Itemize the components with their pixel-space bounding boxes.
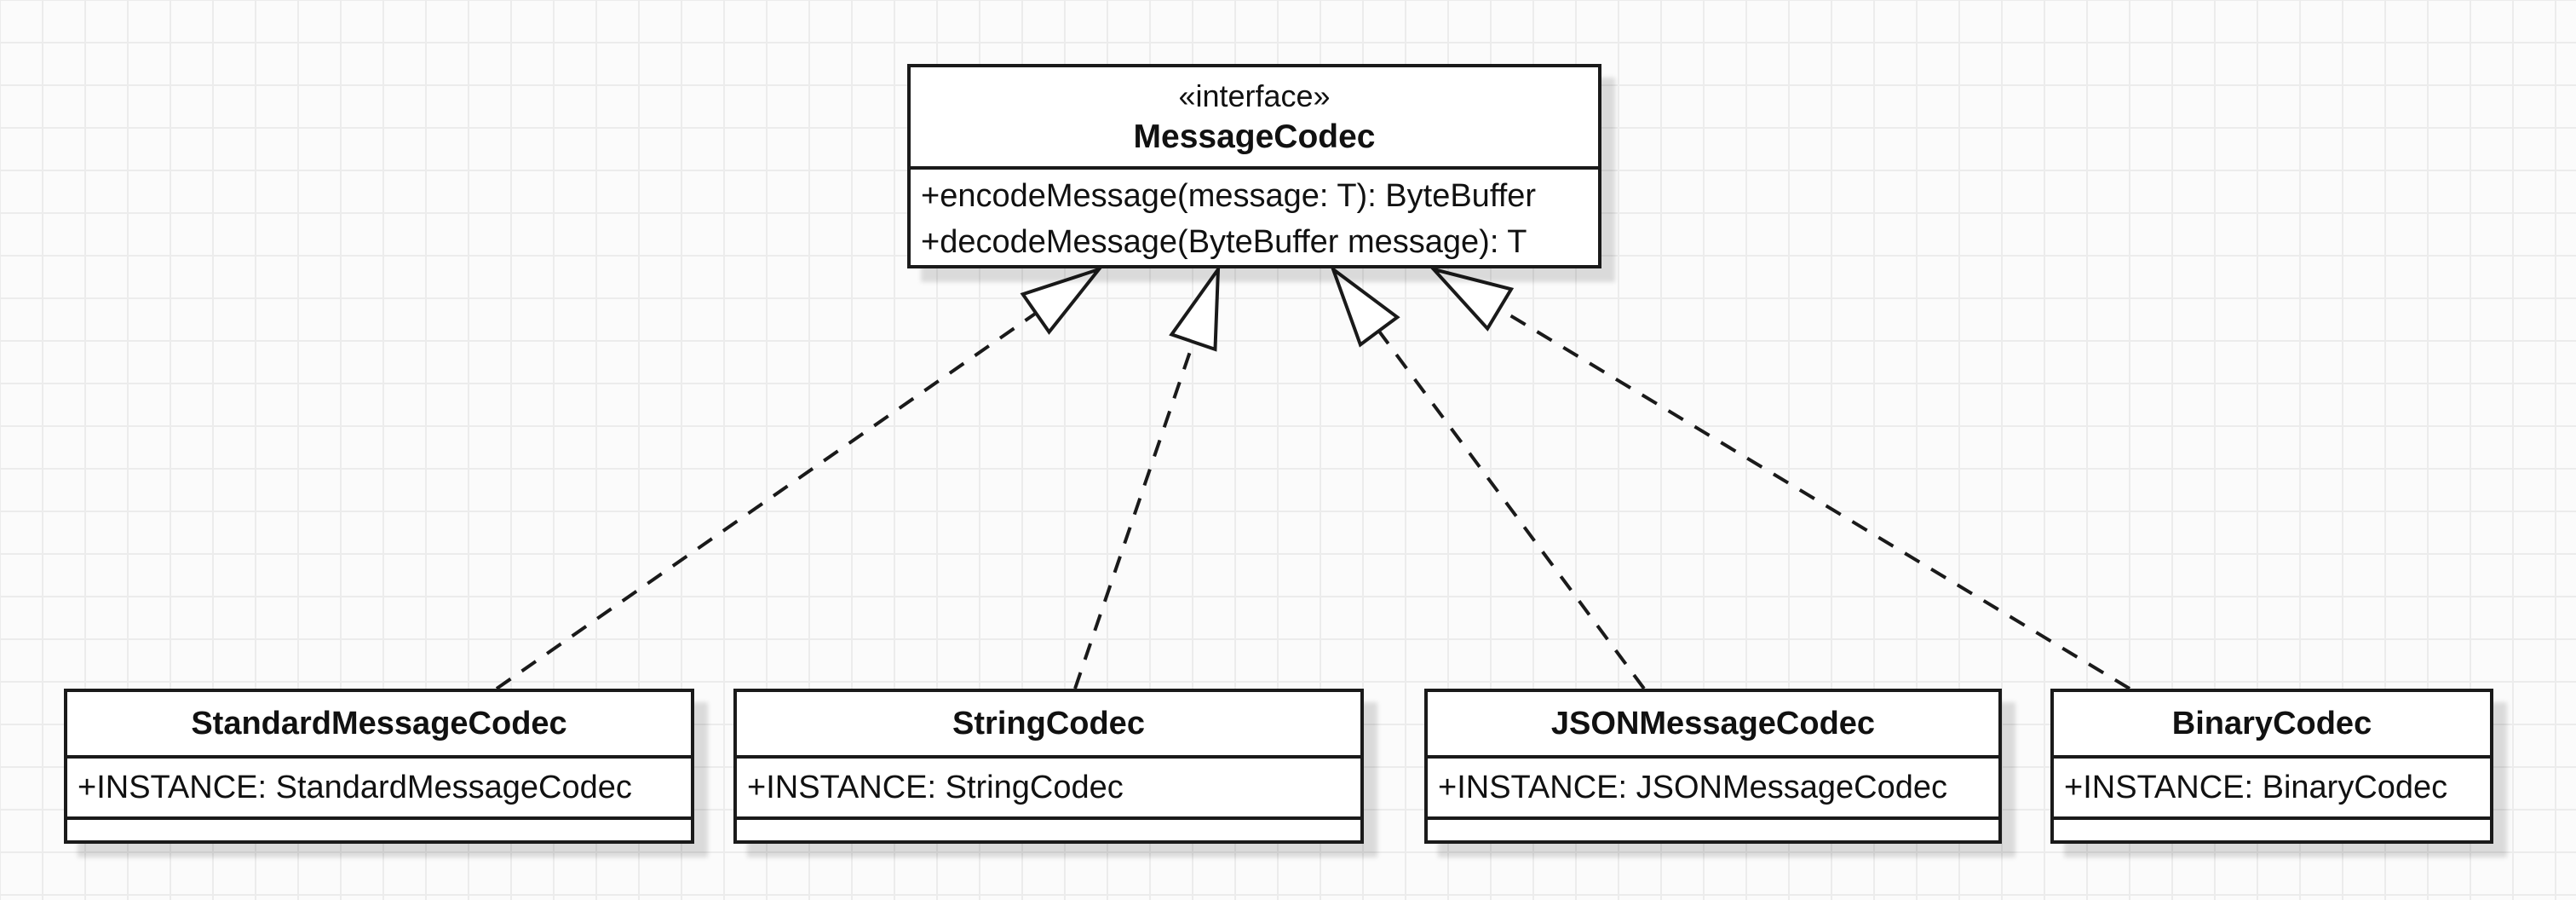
class-node-binarycodec[interactable]: BinaryCodec +INSTANCE: BinaryCodec xyxy=(2050,689,2493,844)
class-methods-compartment-empty xyxy=(737,816,1360,840)
realization-edge-standardmessagecodec[interactable] xyxy=(495,311,1038,690)
class-node-standardmessagecodec[interactable]: StandardMessageCodec +INSTANCE: Standard… xyxy=(64,689,694,844)
class-name: BinaryCodec xyxy=(2171,705,2372,741)
class-attributes-compartment: +INSTANCE: JSONMessageCodec xyxy=(1428,755,1998,816)
class-name: JSONMessageCodec xyxy=(1550,705,1876,741)
class-name: StringCodec xyxy=(952,705,1145,741)
hollow-triangle-arrowhead[interactable] xyxy=(1169,263,1221,352)
realization-edge-jsonmessagecodec[interactable] xyxy=(1377,330,1646,690)
class-attribute: +INSTANCE: StandardMessageCodec xyxy=(78,769,632,805)
hollow-triangle-arrowhead[interactable] xyxy=(1020,266,1104,335)
class-methods-compartment-empty xyxy=(2054,816,2490,840)
class-attributes-compartment: +INSTANCE: BinaryCodec xyxy=(2054,755,2490,816)
realization-edge-binarycodec[interactable] xyxy=(1498,307,2131,690)
interface-name: MessageCodec xyxy=(1133,118,1376,155)
class-node-stringcodec[interactable]: StringCodec +INSTANCE: StringCodec xyxy=(733,689,1364,844)
class-name: StandardMessageCodec xyxy=(191,705,567,741)
class-attribute: +INSTANCE: StringCodec xyxy=(747,769,1124,805)
class-attribute: +INSTANCE: JSONMessageCodec xyxy=(1438,769,1947,805)
interface-node-messagecodec[interactable]: «interface» MessageCodec +encodeMessage(… xyxy=(907,64,1601,268)
class-attributes-compartment: +INSTANCE: StandardMessageCodec xyxy=(67,755,691,816)
class-methods-compartment-empty xyxy=(67,816,691,840)
hollow-triangle-arrowhead[interactable] xyxy=(1429,266,1515,332)
class-attribute: +INSTANCE: BinaryCodec xyxy=(2064,769,2448,805)
interface-methods-compartment: +encodeMessage(message: T): ByteBuffer +… xyxy=(911,166,1598,265)
interface-method-encode: +encodeMessage(message: T): ByteBuffer xyxy=(921,178,1537,214)
interface-method-decode: +decodeMessage(ByteBuffer message): T xyxy=(921,224,1527,260)
class-methods-compartment-empty xyxy=(1428,816,1998,840)
realization-edge-stringcodec[interactable] xyxy=(1073,341,1195,689)
class-attributes-compartment: +INSTANCE: StringCodec xyxy=(737,755,1360,816)
hollow-triangle-arrowhead[interactable] xyxy=(1329,264,1400,348)
interface-header: «interface» MessageCodec xyxy=(911,67,1598,166)
interface-stereotype: «interface» xyxy=(1178,78,1331,113)
class-node-jsonmessagecodec[interactable]: JSONMessageCodec +INSTANCE: JSONMessageC… xyxy=(1424,689,2002,844)
